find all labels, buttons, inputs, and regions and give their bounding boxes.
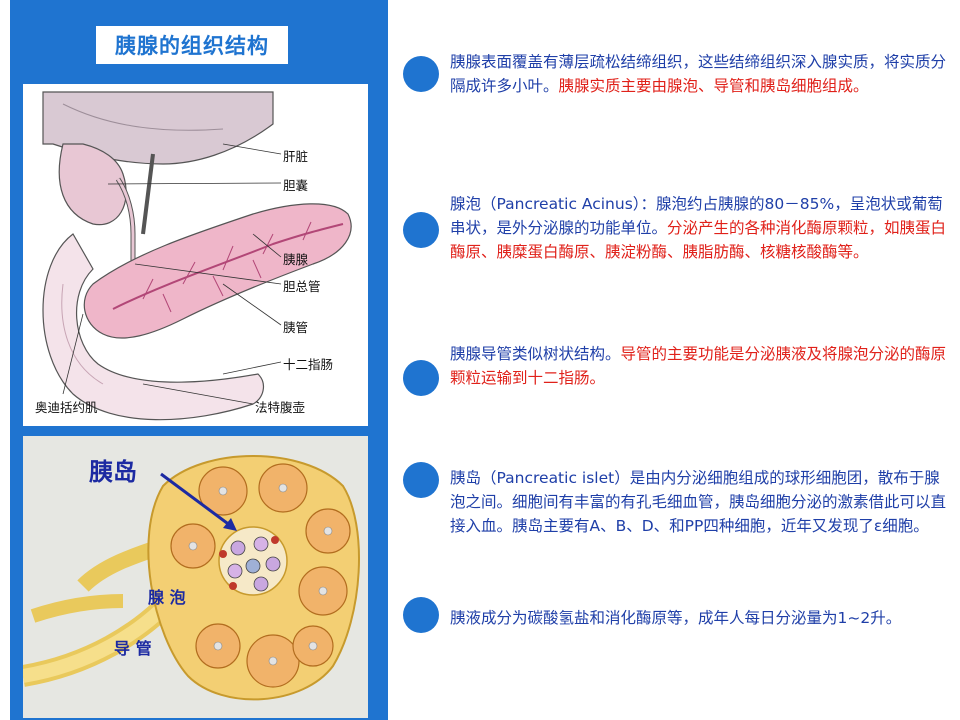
paragraph-4: 胰岛（Pancreatic islet）是由内分泌细胞组成的球形细胞团，散布于腺…	[450, 466, 950, 538]
paragraph-3-text: 胰腺导管类似树状结构。	[450, 345, 621, 363]
label-common-bile-duct: 胆总管	[283, 279, 321, 294]
paragraph-4-text: 胰岛（Pancreatic islet）是由内分泌细胞组成的球形细胞团，散布于腺…	[450, 469, 947, 535]
paragraph-5-text: 胰液成分为碳酸氢盐和消化酶原等，成年人每日分泌量为1~2升。	[450, 609, 902, 627]
bullet-4-icon	[403, 462, 439, 498]
paragraph-3-highlight: 导管的主要功能是分泌胰液及将腺泡分泌的酶原颗粒运输到十二指肠。	[450, 345, 947, 387]
paragraph-1-highlight: 胰腺实质主要由腺泡、导管和胰岛细胞组成。	[558, 77, 869, 95]
label-liver: 肝脏	[283, 149, 309, 164]
bullet-2-icon	[403, 212, 439, 248]
islet-histology-figure: 胰岛 腺 泡 导 管	[21, 436, 368, 718]
paragraph-2-highlight: 分泌产生的各种消化酶原颗粒，如胰蛋白酶原、胰糜蛋白酶原、胰淀粉酶、胰脂肪酶、核糖…	[450, 219, 947, 261]
label-ampulla: 法特腹壶	[255, 400, 306, 415]
paragraph-1-text: 胰腺表面覆盖有薄层疏松结缔组织，这些结缔组织深入腺实质，将实质分隔成许多小叶。	[450, 53, 947, 95]
label-islet: 胰岛	[89, 457, 137, 486]
label-duodenum: 十二指肠	[283, 357, 334, 372]
label-duct: 导 管	[114, 639, 152, 658]
paragraph-2: 腺泡（Pancreatic Acinus）：腺泡约占胰腺的80－85%，呈泡状或…	[450, 192, 950, 264]
pancreas-anatomy-figure: 肝脏 胆囊 胰腺 胆总管 胰管 十二指肠 奥迪括约肌 法特腹壶	[23, 84, 368, 426]
label-gallbladder: 胆囊	[283, 178, 309, 193]
page-title: 胰腺的组织结构	[96, 26, 288, 64]
label-pancreas: 胰腺	[283, 252, 309, 267]
islet-histology-illustration	[21, 455, 361, 701]
bullet-5-icon	[403, 597, 439, 633]
label-acinus: 腺 泡	[148, 588, 186, 607]
label-pancreatic-duct: 胰管	[283, 320, 309, 335]
pancreas-anatomy-illustration	[42, 91, 352, 421]
paragraph-1: 胰腺表面覆盖有薄层疏松结缔组织，这些结缔组织深入腺实质，将实质分隔成许多小叶。胰…	[450, 50, 950, 98]
bullet-3-icon	[403, 360, 439, 396]
paragraph-5: 胰液成分为碳酸氢盐和消化酶原等，成年人每日分泌量为1~2升。	[450, 606, 950, 630]
paragraph-2-text: 腺泡（Pancreatic Acinus）：腺泡约占胰腺的80－85%，呈泡状或…	[450, 195, 943, 237]
label-sphincter-of-oddi: 奥迪括约肌	[35, 400, 98, 415]
bullet-1-icon	[403, 56, 439, 92]
paragraph-3: 胰腺导管类似树状结构。导管的主要功能是分泌胰液及将腺泡分泌的酶原颗粒运输到十二指…	[450, 342, 950, 390]
